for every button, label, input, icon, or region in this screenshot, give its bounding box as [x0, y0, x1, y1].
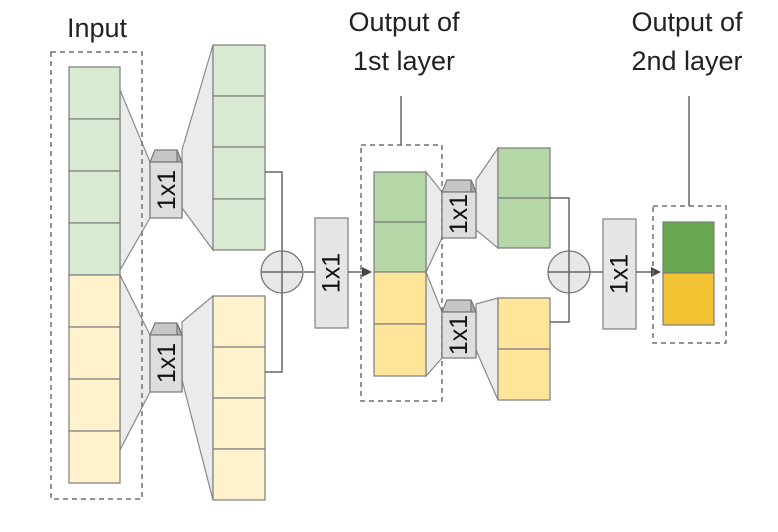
funnel-layer1-top-in [425, 170, 443, 273]
funnel-layer1-top-out [475, 146, 499, 250]
cube-input-bottom: 1x1 [149, 322, 183, 393]
funnel-input-top-out [181, 44, 214, 252]
branch-top-stack [212, 44, 266, 251]
layer1-branch-top-cell-1 [497, 147, 551, 199]
conv-box-after-sum-2-label: 1x1 [606, 254, 634, 294]
layer1-branch-bottom-cell-2 [497, 348, 551, 401]
layer1-cell-green-1 [373, 171, 427, 223]
branch-bottom-stack [212, 295, 266, 501]
input-cell-yellow-4 [68, 430, 121, 484]
branch-bottom-cell-3 [212, 397, 266, 450]
cube-layer1-top-front-face [441, 191, 477, 239]
cube-input-top-front-face [149, 161, 183, 219]
output-2nd-label-line2: 2nd layer [631, 46, 742, 76]
conv-box-after-sum-1 [314, 217, 349, 329]
layer1-branch-top-stack [497, 147, 551, 249]
wire-branch-top-to-sum1 [265, 171, 283, 251]
layer1-branch-bottom-cell-1 [497, 297, 551, 350]
cube-input-bottom-label: 1x1 [153, 343, 181, 383]
output-1st-label-line1: Output of [348, 7, 460, 37]
input-cell-yellow-1 [68, 274, 121, 328]
layer1-branch-bottom-stack [497, 297, 551, 401]
output-1st-label-line2: 1st layer [353, 46, 455, 76]
layer1-cell-green-2 [373, 221, 427, 273]
wire-layer1-bottom-to-sum2 [550, 293, 570, 323]
sum-node-2 [547, 250, 591, 294]
input-cell-green-1 [68, 66, 121, 120]
cube-input-top: 1x1 [149, 149, 183, 219]
cube-layer1-top: 1x1 [441, 179, 477, 239]
funnel-input-top-in [119, 89, 151, 273]
layer1-branch-top-cell-2 [497, 197, 551, 249]
cube-layer1-bottom-label: 1x1 [445, 315, 473, 355]
cube-input-bottom-front-face [149, 334, 183, 393]
branch-top-cell-2 [212, 95, 266, 148]
input-cell-yellow-3 [68, 378, 121, 432]
layer2-stack [662, 221, 715, 326]
branch-bottom-cell-2 [212, 346, 266, 399]
cube-layer1-bottom-front-face [441, 311, 477, 359]
input-dashed-frame [50, 51, 143, 500]
funnel-layer1-bottom-out [475, 297, 499, 401]
wire-layer1-top-to-sum2 [550, 197, 570, 251]
layer1-stack [373, 171, 427, 377]
input-cell-green-4 [68, 222, 121, 276]
input-cell-green-2 [68, 118, 121, 172]
conv-box-after-sum-1-label: 1x1 [318, 253, 346, 293]
input-cell-green-3 [68, 170, 121, 224]
funnel-input-bottom-in [119, 274, 151, 451]
layer1-cell-yellow-2 [373, 323, 427, 377]
cube-input-top-label: 1x1 [153, 170, 181, 210]
layer2-cell-yellow [662, 272, 715, 326]
branch-bottom-cell-4 [212, 448, 266, 501]
branch-bottom-cell-1 [212, 295, 266, 348]
output-2nd-label-line1: Output of [631, 7, 743, 37]
funnel-layer1-bottom-in [425, 271, 443, 378]
layer1-cell-yellow-1 [373, 271, 427, 325]
branch-top-cell-3 [212, 146, 266, 200]
cube-layer1-top-label: 1x1 [445, 194, 473, 234]
input-stack [68, 66, 121, 484]
layer2-cell-green [662, 221, 715, 274]
wire-branch-bottom-to-sum1 [265, 293, 283, 373]
branch-top-cell-1 [212, 44, 266, 97]
conv-box-after-sum-2 [602, 218, 637, 330]
input-label: Input [67, 13, 128, 43]
sum-node-1 [260, 250, 304, 294]
branch-top-cell-4 [212, 198, 266, 251]
funnel-input-bottom-out [181, 294, 214, 501]
input-cell-yellow-2 [68, 326, 121, 380]
cube-layer1-bottom: 1x1 [441, 299, 477, 359]
